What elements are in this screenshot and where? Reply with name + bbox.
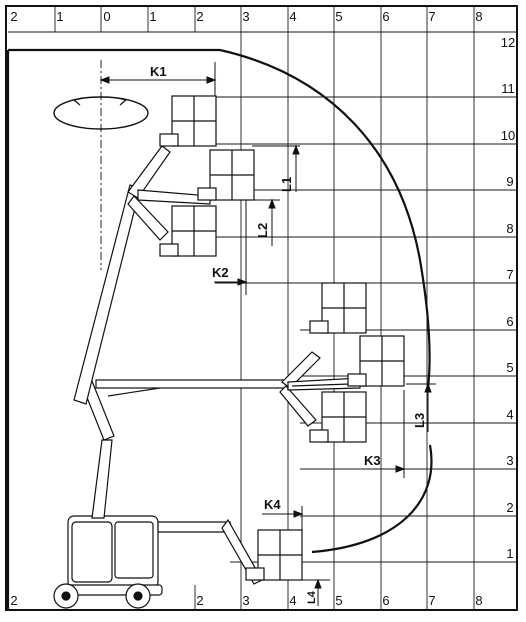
basket-top-1 bbox=[159, 95, 217, 147]
l4-label: L4 bbox=[306, 590, 318, 604]
frame-heavy-lines bbox=[6, 48, 220, 610]
right-scale-label: 8 bbox=[506, 221, 513, 236]
l4-dimension bbox=[302, 578, 330, 606]
bottom-scale-label: 2 bbox=[196, 593, 203, 608]
k4-label: K4 bbox=[264, 497, 281, 512]
right-scale-label: 11 bbox=[501, 81, 515, 96]
basket-mid-2 bbox=[347, 335, 405, 387]
machine-silhouette bbox=[53, 145, 361, 609]
platform-baskets bbox=[159, 95, 405, 581]
right-scale-label: 12 bbox=[501, 35, 515, 50]
top-scale-label: 8 bbox=[475, 9, 482, 24]
right-scale-label: 3 bbox=[506, 453, 513, 468]
k2-dimension bbox=[214, 200, 248, 295]
k2-label: K2 bbox=[212, 265, 229, 280]
right-scale-label: 10 bbox=[501, 128, 515, 143]
right-scale-label: 6 bbox=[506, 314, 513, 329]
bottom-scale-label: 6 bbox=[382, 593, 389, 608]
l1-label: L1 bbox=[279, 177, 294, 192]
top-scale-label: 2 bbox=[10, 9, 17, 24]
right-scale-label: 5 bbox=[506, 360, 513, 375]
right-scale: 12 11 10 9 8 7 6 5 4 3 2 1 bbox=[501, 35, 515, 561]
bottom-scale: 2 2 3 4 5 6 7 8 bbox=[10, 593, 482, 608]
right-scale-label: 7 bbox=[506, 267, 513, 282]
top-scale-label: 3 bbox=[242, 9, 249, 24]
bottom-scale-label: 5 bbox=[335, 593, 342, 608]
l1-dimension bbox=[252, 144, 300, 192]
top-scale-label: 4 bbox=[289, 9, 296, 24]
right-scale-label: 4 bbox=[506, 407, 513, 422]
diagram-frame bbox=[5, 5, 518, 611]
bottom-scale-label: 8 bbox=[475, 593, 482, 608]
k4-dimension bbox=[262, 506, 304, 580]
right-scale-label: 2 bbox=[506, 500, 513, 515]
basket-mid-1 bbox=[309, 282, 367, 334]
k3-dimension bbox=[364, 390, 406, 478]
l3-dimension bbox=[406, 382, 436, 432]
top-scale-label: 5 bbox=[335, 9, 342, 24]
right-scale-label: 9 bbox=[506, 174, 513, 189]
bottom-scale-label: 3 bbox=[242, 593, 249, 608]
top-scale-label: 7 bbox=[428, 9, 435, 24]
basket-top-2 bbox=[197, 149, 255, 201]
l2-dimension bbox=[250, 198, 280, 246]
top-scale: 2 1 0 1 2 3 4 5 6 7 8 bbox=[10, 9, 482, 24]
k3-label: K3 bbox=[364, 453, 381, 468]
top-scale-label: 1 bbox=[149, 9, 156, 24]
basket-mid-3 bbox=[309, 391, 367, 443]
top-scale-label: 6 bbox=[382, 9, 389, 24]
right-scale-label: 1 bbox=[506, 546, 513, 561]
working-envelope-curve bbox=[219, 48, 431, 389]
bottom-scale-label: 4 bbox=[289, 593, 296, 608]
k1-label: K1 bbox=[150, 64, 167, 79]
top-scale-label: 0 bbox=[103, 9, 110, 24]
dimension-labels: K1 K2 K3 K4 L1 L2 L3 L4 bbox=[150, 64, 427, 604]
bottom-scale-label: 2 bbox=[10, 593, 17, 608]
bottom-scale-label: 7 bbox=[428, 593, 435, 608]
basket-low bbox=[245, 529, 303, 581]
rotation-axis bbox=[53, 60, 149, 270]
k1-dimension bbox=[99, 62, 217, 100]
l2-label: L2 bbox=[255, 223, 270, 238]
top-scale-label: 1 bbox=[56, 9, 63, 24]
top-scale-label: 2 bbox=[196, 9, 203, 24]
grid bbox=[7, 6, 517, 610]
basket-top-3 bbox=[159, 205, 217, 257]
l3-label: L3 bbox=[412, 413, 427, 428]
working-envelope-lower bbox=[311, 444, 433, 554]
